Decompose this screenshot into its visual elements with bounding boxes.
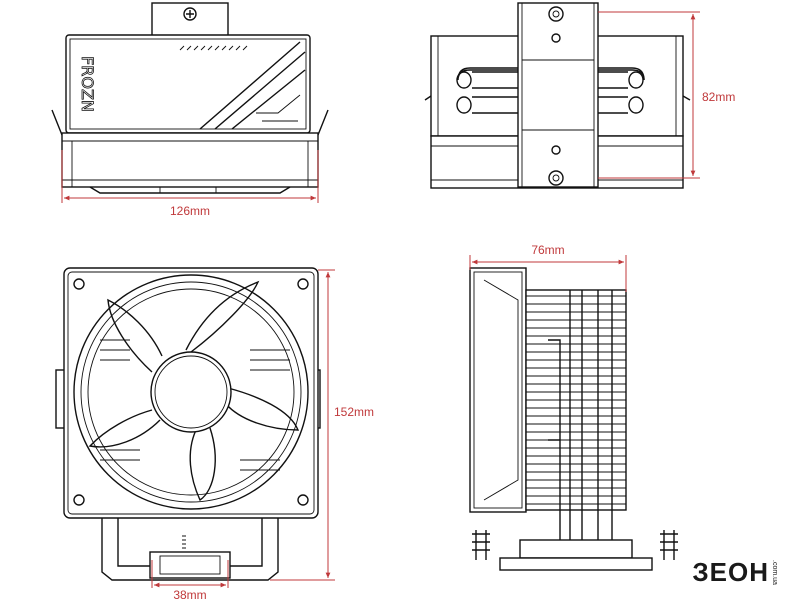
dim-76-label: 76mm (531, 243, 564, 257)
dim-82: 82mm (598, 11, 735, 179)
side-view (424, 2, 691, 189)
dim-82-label: 82mm (702, 90, 735, 104)
dim-126: 126mm (61, 150, 319, 218)
dim-38: 38mm (151, 560, 229, 600)
logo-sub-text: .com.ua (771, 560, 778, 585)
logo-main-text: ЗЕОН (692, 557, 769, 587)
top-view: FROZN (51, 2, 329, 194)
front-view (55, 267, 321, 581)
dim-38-label: 38mm (173, 588, 206, 600)
dim-126-label: 126mm (170, 204, 210, 218)
brand-label: FROZN (78, 56, 97, 112)
dim-152: 152mm (270, 269, 374, 581)
zeon-logo: ЗЕОН .com.ua (692, 557, 778, 588)
dim-76: 76mm (469, 243, 627, 292)
depth-view (469, 267, 678, 571)
dim-152-label: 152mm (334, 405, 374, 419)
